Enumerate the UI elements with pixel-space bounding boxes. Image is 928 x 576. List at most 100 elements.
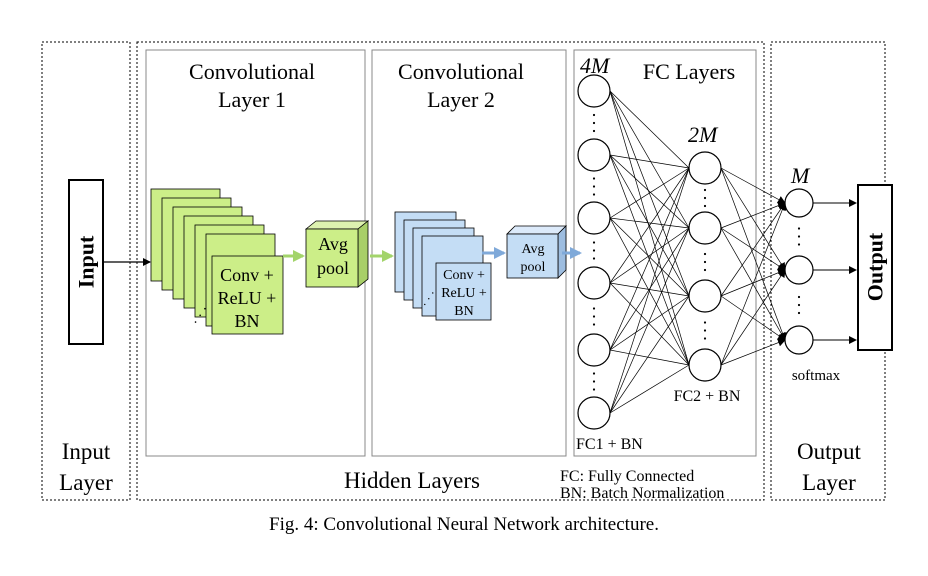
conv1-feature-maps: [150, 188, 284, 335]
figure-caption: Fig. 4: Convolutional Neural Network arc…: [269, 514, 659, 535]
output-ellipsis-dot: [797, 295, 801, 299]
output-layer-label-line2: Layer: [802, 470, 856, 495]
fc1-fc2-edge: [609, 295, 690, 351]
fc2-output-edge: [720, 202, 787, 366]
output-neuron: [784, 255, 814, 285]
conv2-title-line1: Convolutional: [398, 59, 524, 84]
fc2-output-edge: [720, 202, 786, 297]
conv1-pool-line2: pool: [317, 258, 349, 278]
fc1-ellipsis-dot: [592, 121, 596, 125]
conv2-pool-line2: pool: [521, 260, 546, 275]
fc1-fc2-edge: [609, 217, 690, 297]
fc1-fc2-edge: [609, 349, 690, 366]
neuron-ellipses: [592, 113, 801, 391]
input-box-label: Input: [74, 235, 99, 288]
fc1-neuron: [577, 266, 611, 300]
fc1-fc2-edge: [609, 295, 690, 414]
fc2-ellipsis-dot: [703, 252, 707, 256]
conv1-pool-line1: Avg: [318, 234, 348, 254]
fc1-ellipsis-dot: [592, 177, 596, 180]
fc2-output-edge: [720, 268, 786, 297]
fc1-fc2-edge: [609, 167, 690, 351]
output-ellipsis-dot: [797, 303, 801, 307]
fc2-ellipsis-dot: [703, 329, 707, 332]
fc2-label: FC2 + BN: [674, 388, 741, 405]
fc1-ellipsis-dot: [592, 372, 596, 375]
output-box-label: Output: [863, 232, 888, 301]
conv2-conv-block: [435, 262, 492, 321]
conv2-feature-maps: [394, 211, 492, 321]
fc2-ellipsis-dot: [703, 188, 707, 192]
fc2-neuron: [688, 211, 722, 245]
fc1-fc2-edge: [609, 364, 690, 414]
fc2-ellipsis-dot: [703, 204, 707, 208]
output-box: [857, 184, 893, 351]
fc-title: FC Layers: [643, 59, 735, 84]
fc1-ellipsis-dot: [592, 380, 596, 383]
fc1-fc2-edge: [609, 167, 690, 284]
fc1-neuron: [577, 201, 611, 235]
conv1-conv-block: [211, 255, 284, 335]
fc1-neuron: [577, 333, 611, 367]
output-neuron: [784, 325, 814, 355]
conv2-block-line2: ReLU +: [441, 286, 487, 301]
fc2-output-edge: [720, 167, 786, 204]
output-neuron: [784, 188, 814, 218]
output-size-label: M: [790, 163, 811, 188]
fc2-neuron: [688, 348, 722, 382]
fc-connections: [609, 90, 787, 414]
fc1-fc2-edge: [609, 154, 690, 366]
fc1-ellipsis-dot: [592, 241, 596, 244]
hidden-layers-panel: [136, 41, 765, 501]
fc1-fc2-edge: [609, 227, 690, 284]
output-ellipsis-dot: [797, 235, 801, 238]
output-layer-panel: [770, 41, 886, 501]
fc2-output-edge: [720, 269, 786, 366]
fc1-ellipsis-dot: [592, 185, 596, 188]
fc1-ellipsis-dot: [592, 249, 596, 252]
conv1-title-line1: Convolutional: [189, 59, 315, 84]
fc2-ellipsis-dot: [703, 321, 707, 324]
fc1-ellipsis-dot: [592, 193, 596, 196]
fc1-ellipsis-dot: [592, 388, 596, 391]
fc1-label: FC1 + BN: [576, 436, 643, 453]
conv1-title-line2: Layer 1: [218, 87, 286, 112]
fc2-size-label: 2M: [688, 122, 719, 147]
fc1-size-label: 4M: [580, 53, 611, 78]
fc1-ellipsis-dot: [592, 257, 596, 260]
fc2-output-edge: [720, 167, 786, 271]
fc2-neuron: [688, 279, 722, 313]
fc1-ellipsis-dot: [592, 307, 596, 310]
conv2-title-line2: Layer 2: [427, 87, 495, 112]
input-layer-label-line2: Layer: [59, 470, 113, 495]
fc2-output-edge: [720, 167, 787, 341]
input-layer-panel: [41, 41, 131, 501]
fc1-neuron: [577, 138, 611, 172]
softmax-label: softmax: [792, 368, 841, 384]
output-arrows: [813, 199, 857, 344]
output-ellipsis-dot: [797, 243, 801, 246]
output-ellipsis-dot: [797, 311, 801, 315]
output-ellipsis-dot: [797, 227, 801, 230]
fc2-output-edge: [720, 201, 786, 229]
fc1-fc2-edge: [609, 90, 690, 366]
fc-neurons: [577, 74, 814, 430]
hidden-layers-label: Hidden Layers: [344, 468, 480, 493]
fc1-neuron: [577, 74, 611, 108]
legend-line1: FC: Fully Connected: [560, 468, 694, 485]
conv1-avg-pool-cube: [304, 220, 370, 288]
fc1-fc2-edge: [609, 90, 690, 169]
fc1-ellipsis-dot: [592, 129, 596, 133]
fc1-fc2-edge: [609, 282, 690, 366]
fc1-fc2-edge: [609, 167, 690, 219]
fc1-fc2-edge: [609, 154, 690, 229]
fc1-fc2-edge: [609, 227, 690, 414]
fc2-ellipsis-dot: [703, 260, 707, 264]
conv2-block-line3: BN: [454, 304, 473, 319]
legend-line2: BN: Batch Normalization: [560, 485, 724, 502]
fc1-ellipsis-dot: [592, 113, 596, 117]
fc1-fc2-edge: [609, 227, 690, 351]
fc1-neuron: [577, 396, 611, 430]
input-layer-label-line1: Input: [62, 439, 111, 464]
fc1-fc2-edge: [609, 154, 690, 169]
